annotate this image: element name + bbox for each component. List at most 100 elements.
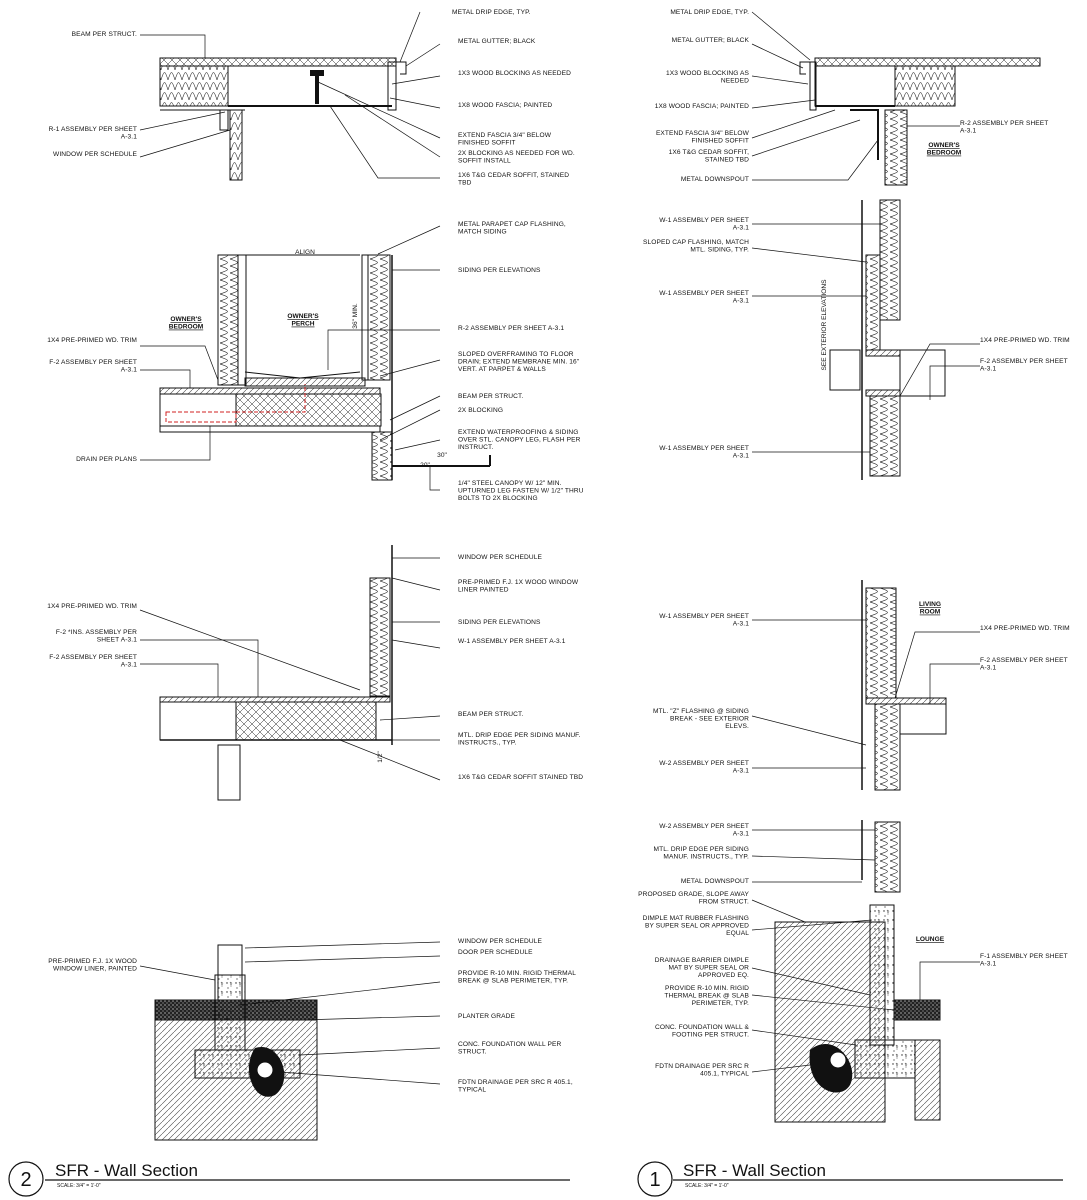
left-note: 2X BLOCKING AS NEEDED FOR WD.SOFFIT INST… — [458, 150, 575, 165]
annotation-labels: METAL DRIP EDGE, TYP. BEAM PER STRUCT. MET… — [47, 9, 1070, 1094]
left-note: 1X4 PRE-PRIMED WD. TRIM — [47, 603, 137, 610]
left-title-block: 2 SFR - Wall Section SCALE: 3/4" = 1'-0" — [8, 1161, 570, 1197]
left-wall-section — [139, 11, 491, 1141]
left-note: DOOR PER SCHEDULE — [458, 949, 533, 956]
left-note: WINDOW PER SCHEDULE — [458, 554, 542, 561]
right-note: METAL DOWNSPOUT — [681, 176, 749, 183]
right-upper-wall — [829, 199, 946, 480]
left-note: W-1 ASSEMBLY PER SHEET A-3.1 — [458, 638, 566, 645]
dim-half-inch: 1/2" — [377, 751, 384, 763]
right-roof-eave — [799, 57, 1041, 186]
left-note: DRAIN PER PLANS — [76, 456, 137, 463]
left-window-soffit — [159, 545, 393, 801]
left-note: BEAM PER STRUCT. — [458, 711, 523, 718]
dim-30: 30" — [437, 452, 447, 459]
right-note: CONC. FOUNDATION WALL &FOOTING PER STRUC… — [655, 1024, 750, 1039]
left-note: 1/4" STEEL CANOPY W/ 12" MIN.UPTURNED LE… — [458, 480, 584, 502]
left-detail-title: SFR - Wall Section — [55, 1161, 198, 1180]
right-leaders — [751, 11, 980, 1073]
left-note: 1X4 PRE-PRIMED WD. TRIM — [47, 337, 137, 344]
room-label-lounge: LOUNGE — [916, 936, 945, 943]
left-detail-scale: SCALE: 3/4" = 1'-0" — [57, 1183, 101, 1189]
left-note: WINDOW PER SCHEDULE — [458, 938, 542, 945]
left-note: METAL PARAPET CAP FLASHING,MATCH SIDING — [458, 221, 566, 236]
left-note: 1X8 WOOD FASCIA; PAINTED — [458, 102, 552, 109]
right-note: 1X8 WOOD FASCIA; PAINTED — [655, 103, 749, 110]
left-note: BEAM PER STRUCT. — [458, 393, 523, 400]
right-note: METAL DRIP EDGE, TYP. — [670, 9, 749, 16]
left-roof-eave — [159, 57, 407, 181]
left-note: METAL DRIP EDGE, TYP. — [452, 9, 531, 16]
right-note: 1X6 T&G CEDAR SOFFIT,STAINED TBD — [669, 149, 750, 164]
left-note: 1X3 WOOD BLOCKING AS NEEDED — [458, 70, 571, 77]
left-note: R-2 ASSEMBLY PER SHEET A-3.1 — [458, 325, 564, 332]
left-note: FDTN DRAINAGE PER SRC R 405.1,TYPICAL — [458, 1079, 573, 1094]
left-note: PLANTER GRADE — [458, 1013, 515, 1020]
left-note: 2X BLOCKING — [458, 407, 503, 414]
right-detail-number: 1 — [649, 1169, 660, 1191]
left-parapet-perch — [159, 254, 491, 481]
right-note: METAL GUTTER; BLACK — [672, 37, 750, 44]
right-wall-section — [751, 11, 1041, 1123]
right-lower-wall — [861, 580, 947, 893]
left-foundation — [154, 944, 318, 1141]
right-foundation — [774, 904, 941, 1123]
left-note: 1X6 T&G CEDAR SOFFIT STAINED TBD — [458, 774, 583, 781]
left-note: METAL GUTTER; BLACK — [458, 38, 536, 45]
left-note: SIDING PER ELEVATIONS — [458, 267, 541, 274]
right-detail-bubble — [637, 1161, 673, 1197]
dim-see-exterior-elevations: SEE EXTERIOR ELEVATIONS — [821, 279, 828, 371]
left-detail-number: 2 — [20, 1169, 31, 1191]
left-note: MTL. DRIP EDGE PER SIDING MANUF.INSTRUCT… — [458, 732, 581, 747]
dim-20: 20" — [420, 462, 430, 469]
left-note: WINDOW PER SCHEDULE — [53, 151, 137, 158]
dim-36-min: 36" MIN. — [352, 303, 359, 329]
left-leaders — [139, 11, 441, 1085]
left-detail-bubble — [8, 1161, 44, 1197]
right-note: METAL DOWNSPOUT — [681, 878, 749, 885]
right-detail-scale: SCALE: 3/4" = 1'-0" — [685, 1183, 729, 1189]
right-note: 1X4 PRE-PRIMED WD. TRIM — [980, 337, 1070, 344]
left-note: SIDING PER ELEVATIONS — [458, 619, 541, 626]
dim-align: ALIGN — [295, 249, 315, 256]
right-detail-title: SFR - Wall Section — [683, 1161, 826, 1180]
left-note: BEAM PER STRUCT. — [72, 31, 137, 38]
